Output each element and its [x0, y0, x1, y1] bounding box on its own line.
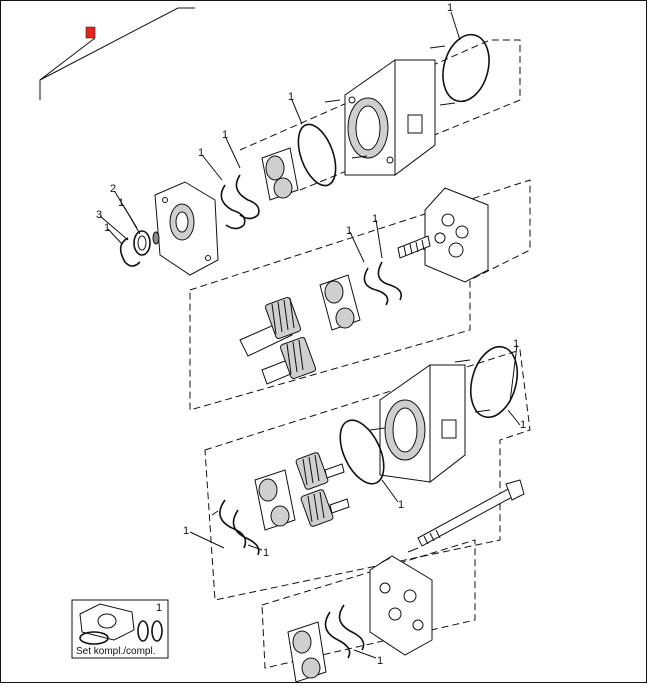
assembly-leader-b: [39, 7, 195, 81]
shaft-seal[interactable]: [133, 230, 151, 256]
outline-front-cover: [261, 539, 476, 669]
front-bearing-bushing[interactable]: [254, 469, 296, 531]
rear-pump-housing[interactable]: [344, 59, 436, 176]
highlight-marker[interactable]: [85, 26, 96, 39]
front-pump-housing[interactable]: [379, 364, 466, 484]
callout-seal-ring-rear-1[interactable]: 1: [222, 129, 228, 141]
callout-seal-ring-rear-2[interactable]: 1: [198, 147, 204, 159]
callout-o-ring-front-housing[interactable]: 1: [398, 499, 404, 511]
seal-ring-middle-1[interactable]: [363, 267, 389, 306]
shaft-washer[interactable]: [152, 231, 160, 245]
seal-ring-cover-2[interactable]: [338, 604, 365, 651]
o-ring-front-housing[interactable]: [331, 414, 392, 491]
kit-quantity: 1: [156, 602, 162, 614]
kit-label: Set kompl./compl.: [76, 646, 155, 657]
middle-bearing-bushing[interactable]: [319, 274, 361, 331]
cover-bearing-bushing[interactable]: [287, 621, 327, 683]
seal-ring-cover-1[interactable]: [324, 611, 351, 659]
o-ring-rear-housing[interactable]: [291, 119, 343, 190]
gear-pair-front[interactable]: [295, 452, 350, 527]
callout-seal-ring-front-1[interactable]: 1: [183, 525, 189, 537]
callout-circlip-outer[interactable]: 1: [104, 222, 110, 234]
assembly-leader-a: [39, 37, 96, 100]
through-bolt[interactable]: [417, 479, 525, 547]
callout-o-ring-rear[interactable]: 1: [447, 2, 453, 14]
circlip-outer[interactable]: [119, 237, 141, 267]
callout-seal-ring-middle-1[interactable]: 1: [346, 225, 352, 237]
outline-front-housing: [204, 349, 531, 601]
rear-bearing-bushing[interactable]: [261, 147, 299, 201]
callout-seal-ring-middle-2[interactable]: 1: [372, 213, 378, 225]
seal-ring-middle-2[interactable]: [377, 261, 403, 301]
seal-ring-front-2[interactable]: [232, 509, 260, 556]
front-end-cover[interactable]: [369, 547, 433, 656]
seal-kit-box[interactable]: [71, 599, 169, 659]
callout-o-ring-rear-housing[interactable]: 1: [288, 91, 294, 103]
callout-leaders: [99, 11, 521, 659]
callout-o-ring-front-b[interactable]: 1: [520, 419, 526, 431]
seal-ring-front-1[interactable]: [219, 499, 247, 549]
drive-shaft-splined[interactable]: [397, 235, 431, 259]
o-ring-front[interactable]: [463, 342, 524, 423]
callout-seal-ring-front-2[interactable]: 1: [263, 547, 269, 559]
callout-shaft-seal[interactable]: 2: [110, 183, 116, 195]
callout-o-ring-front[interactable]: 1: [513, 338, 519, 350]
rear-flange-cover[interactable]: [154, 181, 219, 276]
seal-ring-rear-2[interactable]: [220, 184, 246, 230]
gear-pair-middle[interactable]: [239, 296, 317, 385]
rear-dowel-pins: [324, 45, 456, 159]
seal-ring-rear-1[interactable]: [235, 174, 260, 220]
seal-tab: [211, 510, 219, 516]
shaft-seal-inner: [137, 235, 147, 251]
cover-dowels: [381, 547, 419, 563]
outline-middle-section: [189, 179, 531, 411]
o-ring-rear[interactable]: [436, 29, 496, 106]
intermediate-plate[interactable]: [424, 187, 489, 283]
callout-shaft-washer[interactable]: 1: [118, 197, 124, 209]
callout-circlip[interactable]: 3: [96, 209, 102, 221]
callout-seal-ring-cover[interactable]: 1: [377, 655, 383, 667]
